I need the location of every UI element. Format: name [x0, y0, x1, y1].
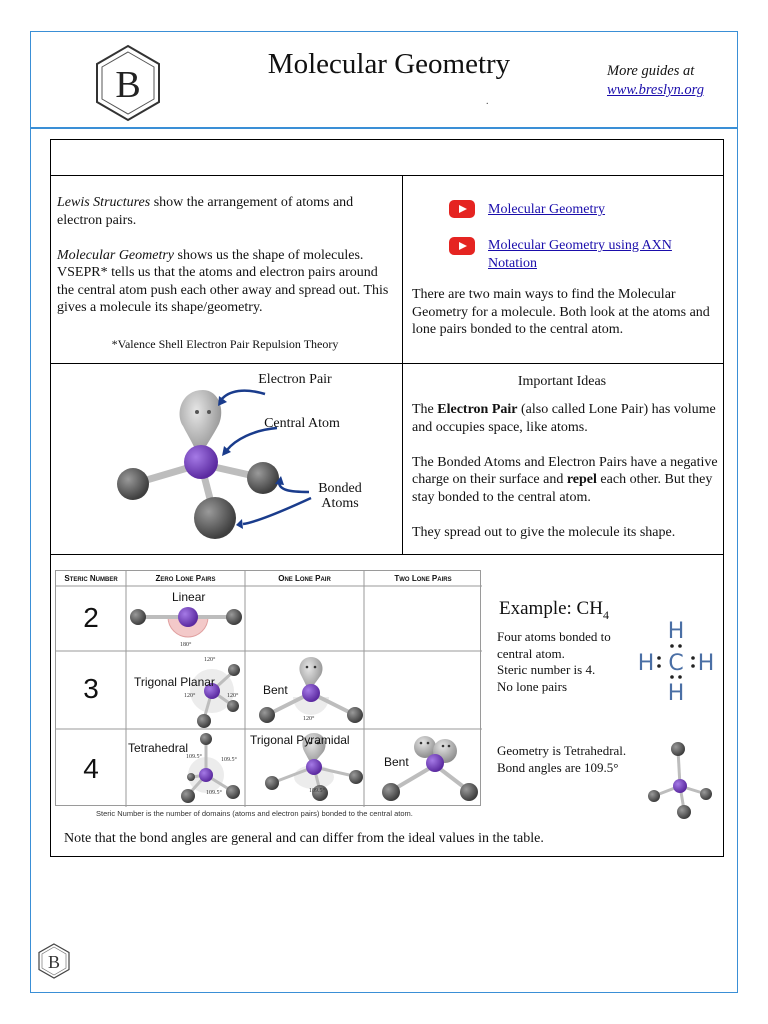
- content-grid: [50, 139, 724, 857]
- steric-number: 2: [83, 602, 99, 633]
- grid-line: [51, 175, 723, 176]
- steric-number: 3: [83, 673, 99, 704]
- example-subscript: 4: [602, 607, 609, 622]
- svg-text:H: H: [698, 651, 715, 676]
- breslyn-link[interactable]: www.breslyn.org: [607, 82, 704, 98]
- angle-label: 120°: [204, 657, 216, 663]
- angle-label: 109.5°: [221, 757, 237, 763]
- logo-letter: B: [115, 64, 140, 106]
- header-divider: [30, 127, 738, 129]
- ch4-3d-model: [648, 742, 712, 819]
- angle-label: 120°: [184, 693, 196, 699]
- svg-text:H: H: [668, 681, 685, 704]
- example-title: Example: CH4: [499, 598, 609, 622]
- table-lines: [56, 571, 482, 807]
- footer-logo: B: [38, 943, 70, 979]
- svg-text:C: C: [668, 651, 683, 676]
- title-dot: .: [486, 96, 489, 107]
- trigonal-pyramidal-molecule: [265, 733, 363, 801]
- more-guides-label: More guides at: [607, 63, 695, 79]
- geometry-label: Trigonal Pyramidal: [250, 733, 350, 747]
- grid-line: [51, 363, 723, 364]
- ideas-text: The Electron Pair (also called Lone Pair…: [412, 402, 718, 540]
- angle-label: 180°: [180, 642, 192, 648]
- table-footer: Steric Number is the number of domains (…: [96, 809, 413, 818]
- label-bonded-atoms: Bonded Atoms: [318, 481, 362, 511]
- page-title: Molecular Geometry: [267, 48, 511, 80]
- breslyn-logo: B: [96, 44, 160, 122]
- electron-pair-term: Electron Pair: [437, 402, 518, 417]
- geometry-label: Tetrahedral: [128, 741, 189, 755]
- example-geometry: Geometry is Tetrahedral. Bond angles are…: [497, 743, 627, 775]
- ideas-heading: Important Ideas: [517, 374, 607, 389]
- bent-molecule-4: [382, 736, 478, 801]
- svg-text:H: H: [638, 651, 655, 676]
- col-one-lone-pair: One Lone Pair: [278, 574, 331, 583]
- col-two-lone-pairs: Two Lone Pairs: [394, 574, 452, 583]
- vsepr-footnote: *Valence Shell Electron Pair Repulsion T…: [111, 337, 339, 351]
- svg-text:H: H: [668, 619, 685, 644]
- lewis-desc: show the arrangement of atoms and electr…: [57, 195, 354, 228]
- grid-line: [402, 175, 403, 554]
- label-central-atom: Central Atom: [264, 416, 340, 431]
- geometry-label: Linear: [172, 590, 206, 604]
- youtube-icon[interactable]: [449, 200, 475, 218]
- label-electron-pair: Electron Pair: [258, 372, 332, 387]
- repel-term: repel: [566, 472, 597, 487]
- angle-label: 109.5°: [186, 754, 202, 760]
- angle-label: 120°: [227, 693, 239, 699]
- col-zero-lone-pairs: Zero Lone Pairs: [155, 574, 216, 583]
- trigonal-planar-molecule: [190, 664, 240, 728]
- angle-label: 120°: [303, 716, 315, 722]
- bent-molecule-3: [259, 657, 363, 723]
- geometry-label: Trigonal Planar: [134, 675, 215, 689]
- steric-number: 4: [83, 753, 99, 784]
- svg-text:B: B: [48, 952, 60, 972]
- video-link-molecular-geometry[interactable]: Molecular Geometry: [488, 202, 606, 217]
- tetrahedral-molecule: [181, 733, 240, 803]
- youtube-icon[interactable]: [449, 237, 475, 255]
- videos-description: There are two main ways to find the Mole…: [412, 287, 710, 337]
- angle-label: 109.5°: [309, 788, 325, 794]
- geometry-label: Bent: [384, 755, 409, 769]
- angle-label: 109.5°: [206, 790, 222, 796]
- lewis-term: Lewis Structures: [57, 195, 151, 210]
- molecule-diagram: [117, 389, 312, 539]
- ch4-lewis-structure: H C H H H: [638, 619, 715, 704]
- more-guides: More guides at www.breslyn.org: [607, 62, 717, 100]
- mg-term: Molecular Geometry: [57, 247, 175, 263]
- intro-text: Lewis Structures show the arrangement of…: [57, 194, 393, 334]
- linear-molecule: [130, 607, 242, 638]
- steric-number-table: Steric Number Zero Lone Pairs One Lone P…: [55, 570, 482, 818]
- example-description: Four atoms bonded to central atom. Steri…: [497, 629, 611, 694]
- col-steric-number: Steric Number: [64, 574, 118, 583]
- video-link-axn-notation[interactable]: Molecular Geometry using AXN Notation: [488, 238, 672, 271]
- bond-angle-note: Note that the bond angles are general an…: [64, 831, 544, 846]
- mg-desc: shows us the shape of molecules. VSEPR* …: [57, 247, 389, 316]
- grid-line: [51, 554, 723, 555]
- geometry-label: Bent: [263, 683, 288, 697]
- page-frame: [30, 31, 738, 993]
